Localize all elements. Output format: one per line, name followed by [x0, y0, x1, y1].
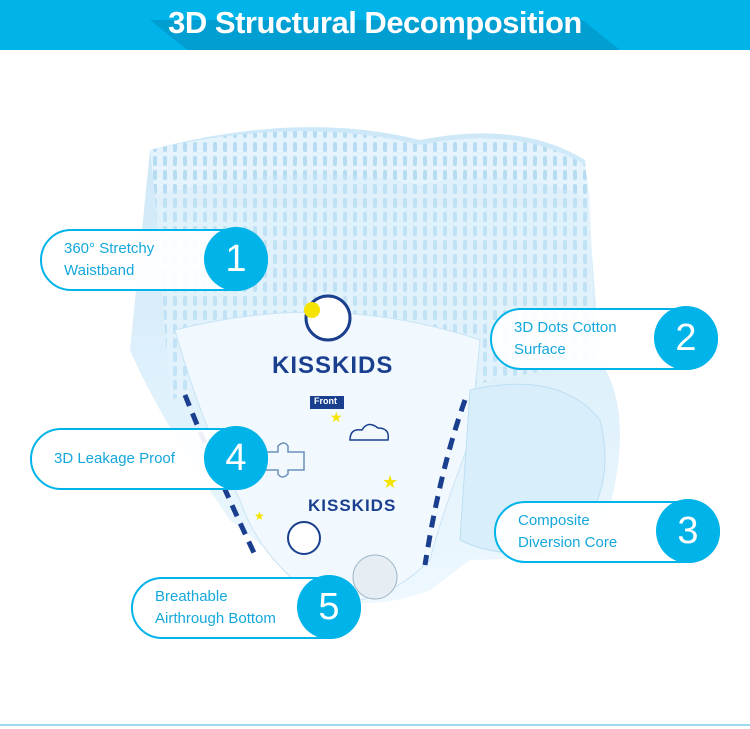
feature-5-line2: Airthrough Bottom — [155, 610, 276, 627]
leak-guard-right — [422, 399, 468, 566]
brand-logo-bottom: KISSKIDS — [308, 496, 397, 515]
cloud-icon — [349, 423, 390, 441]
waistband — [150, 131, 590, 200]
star-icon: ★ — [330, 409, 343, 425]
page-title: 3D Structural Decomposition — [168, 5, 582, 40]
svg-text:★: ★ — [382, 472, 398, 492]
feature-1-line2: Waistband — [64, 262, 135, 279]
feature-3-line1: Composite — [518, 512, 590, 529]
feature-4-number: 4 — [204, 426, 268, 490]
globe-icon — [352, 554, 398, 600]
puzzle-icon — [261, 442, 305, 478]
feature-1-line1: 360° Stretchy — [64, 240, 155, 257]
feature-2-line2: Surface — [514, 341, 566, 358]
front-label: Front — [314, 396, 337, 406]
feature-1-number: 1 — [204, 227, 268, 291]
title-shadow — [150, 20, 620, 50]
bottom-divider — [0, 724, 750, 726]
feature-3-line2: Diversion Core — [518, 534, 618, 551]
feature-5-number: 5 — [297, 575, 361, 639]
feature-4-line1: 3D Leakage Proof — [54, 450, 175, 467]
feature-2-line1: 3D Dots Cotton — [514, 319, 617, 336]
svg-text:★: ★ — [254, 509, 265, 523]
front-tag — [310, 396, 344, 409]
feature-3-number: 3 — [656, 499, 720, 563]
brand-logo-top: KISSKIDS — [272, 352, 394, 379]
feature-4-callout: 3D Leakage Proof 4 — [30, 426, 268, 490]
feature-2-number: 2 — [654, 306, 718, 370]
title-banner: 3D Structural Decomposition — [0, 0, 750, 50]
feature-5-line1: Breathable — [155, 588, 228, 605]
